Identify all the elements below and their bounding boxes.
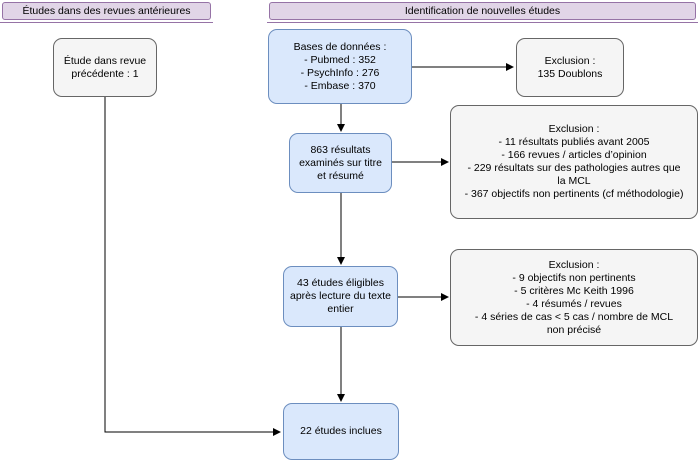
node-text-line: et résumé xyxy=(317,169,364,182)
node-text-line: Exclusion : xyxy=(544,54,596,67)
node-text-line: - 11 résultats publiés avant 2005 xyxy=(498,136,650,148)
node-text-line: - Pubmed : 352 xyxy=(304,53,376,66)
node-text-line: 863 résultats xyxy=(310,143,371,156)
node-text-line: non précisé xyxy=(546,323,602,336)
node-text-line: examinés sur titre xyxy=(299,156,382,169)
node-text-line: - 9 objectifs non pertinents xyxy=(512,271,636,284)
header-previous-studies: Études dans des revues antérieures xyxy=(0,2,213,23)
node-text-line: Exclusion : xyxy=(548,258,600,271)
node-text-line: - 4 séries de cas < 5 cas / nombre de MC… xyxy=(474,310,674,323)
node-text-line: - PsychInfo : 276 xyxy=(300,66,380,79)
databases-box: Bases de données :- Pubmed : 352- PsychI… xyxy=(268,29,412,104)
exclusion-screening-box: Exclusion :- 11 résultats publiés avant … xyxy=(450,105,698,219)
node-text-line: précédente : 1 xyxy=(71,67,139,80)
node-text-line: la MCL xyxy=(557,175,591,187)
node-text-line: après lecture du texte xyxy=(290,290,391,302)
node-text-line: - 166 revues / articles d’opinion xyxy=(501,149,647,161)
exclusion-fulltext-box: Exclusion :- 9 objectifs non pertinents-… xyxy=(450,249,698,346)
node-text-line: - 229 résultats sur des pathologies autr… xyxy=(467,162,681,174)
node-text-line: Exclusion : xyxy=(548,123,600,135)
node-text-line: entier xyxy=(327,303,354,315)
header-new-studies: Identification de nouvelles études xyxy=(267,2,698,23)
node-text-line: - 367 objectifs non pertinents (cf métho… xyxy=(464,188,684,200)
node-text-line: Étude dans revue xyxy=(63,54,147,67)
node-text-line: Bases de données : xyxy=(293,40,387,53)
node-text-line: - 4 résumés / revues xyxy=(526,297,622,310)
arrow-previous-to-included xyxy=(104,97,281,436)
node-text-line: 43 études éligibles xyxy=(297,277,384,289)
exclusion-duplicates-box: Exclusion :135 Doublons xyxy=(516,38,624,97)
node-text-line: 135 Doublons xyxy=(537,67,603,80)
node-text-line: - Embase : 370 xyxy=(304,79,376,92)
included-box: 22 études inclues xyxy=(283,403,399,460)
node-text-line: 22 études inclues xyxy=(300,425,382,437)
node-text-line: - 5 critères Mc Keith 1996 xyxy=(514,284,634,297)
